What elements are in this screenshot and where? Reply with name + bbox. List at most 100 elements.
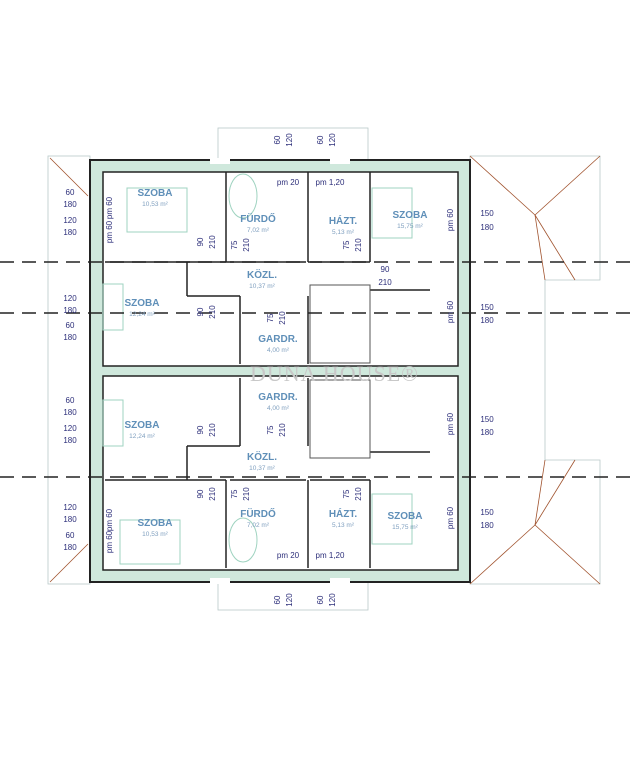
dimension-label: 120: [328, 133, 337, 147]
dimension-label: pm 1,20: [316, 178, 345, 187]
dimension-label: 150: [480, 303, 494, 312]
dimension-label: 210: [378, 278, 392, 287]
dimension-label: 60: [316, 595, 325, 604]
dimension-label: 210: [242, 238, 251, 252]
dimension-label: pm 60: [446, 412, 455, 435]
room-name: SZOBA: [393, 210, 428, 221]
dimension-labels: 60 180 120 180 120 180 60 180 60 180 120 180 120 180 6…: [63, 133, 494, 607]
dimension-label: 60: [66, 396, 75, 405]
dimension-label: 60: [66, 188, 75, 197]
room-area: 10,53 m²: [142, 201, 168, 208]
room-area: 10,53 m²: [142, 531, 168, 538]
room-area: 10,37 m²: [249, 465, 275, 472]
dimension-label: 75: [342, 489, 351, 498]
room-name: SZOBA: [388, 511, 423, 522]
dimension-label: 90: [196, 237, 205, 246]
walls: [89, 158, 471, 584]
dimension-label: 120: [328, 593, 337, 607]
room-name: SZOBA: [138, 518, 173, 529]
room-name: SZOBA: [138, 188, 173, 199]
dimension-label: pm 60: [105, 530, 114, 553]
watermark: DUNA HOUSE®: [250, 361, 419, 386]
dimension-label: pm 60: [105, 196, 114, 219]
section-lines: [0, 261, 637, 478]
dimension-label: 210: [208, 235, 217, 249]
dimension-label: 75: [266, 313, 275, 322]
dimension-label: 75: [230, 240, 239, 249]
room-name: GARDR.: [258, 334, 298, 345]
dimension-label: pm 20: [277, 551, 300, 560]
room-labels: SZOBA 10,53 m² FÜRDŐ 7,02 m² HÁZT. 5,13 …: [125, 188, 428, 538]
dimension-label: 180: [480, 223, 494, 232]
room-name: GARDR.: [258, 392, 298, 403]
dimension-label: 60: [273, 595, 282, 604]
dimension-label: 180: [63, 408, 77, 417]
dimension-label: 90: [381, 265, 390, 274]
dimension-label: 210: [278, 423, 287, 437]
dimension-label: 75: [266, 425, 275, 434]
dimension-label: 150: [480, 508, 494, 517]
dimension-label: 180: [63, 228, 77, 237]
dimension-label: 150: [480, 209, 494, 218]
dimension-label: 60: [273, 135, 282, 144]
dimension-label: 120: [285, 593, 294, 607]
dimension-label: pm 20: [277, 178, 300, 187]
dimension-label: 210: [208, 487, 217, 501]
dimension-label: 180: [63, 515, 77, 524]
room-area: 7,02 m²: [247, 227, 270, 234]
dimension-label: 180: [480, 316, 494, 325]
dimension-label: 60: [66, 531, 75, 540]
dimension-label: 120: [63, 424, 77, 433]
room-area: 7,02 m²: [247, 522, 270, 529]
dimension-label: 180: [63, 436, 77, 445]
room-area: 15,75 m²: [392, 524, 418, 531]
room-area: 4,00 m²: [267, 347, 290, 354]
dimension-label: 180: [63, 543, 77, 552]
dimension-label: 60: [316, 135, 325, 144]
furniture: [102, 173, 413, 565]
dimension-label: 210: [242, 487, 251, 501]
dimension-label: 90: [196, 489, 205, 498]
room-name: FÜRDŐ: [240, 212, 276, 225]
dimension-label: pm 60: [446, 506, 455, 529]
dimension-label: 180: [63, 306, 77, 315]
dimension-label: 120: [285, 133, 294, 147]
dimension-label: 90: [196, 425, 205, 434]
room-area: 12,24 m²: [129, 433, 155, 440]
dimension-label: 210: [208, 423, 217, 437]
room-name: KÖZL.: [247, 268, 277, 281]
dimension-label: pm 1,20: [316, 551, 345, 560]
dimension-label: 75: [230, 489, 239, 498]
room-name: KÖZL.: [247, 450, 277, 463]
room-area: 4,00 m²: [267, 405, 290, 412]
dimension-label: 75: [342, 240, 351, 249]
dimension-label: 180: [480, 428, 494, 437]
room-area: 10,37 m²: [249, 283, 275, 290]
room-name: FÜRDŐ: [240, 507, 276, 520]
dimension-label: 210: [278, 311, 287, 325]
dimension-label: 180: [63, 333, 77, 342]
dimension-label: 210: [208, 305, 217, 319]
dimension-label: 120: [63, 503, 77, 512]
room-area: 5,13 m²: [332, 229, 355, 236]
room-area: 15,75 m²: [397, 223, 423, 230]
dimension-label: pm 60: [446, 208, 455, 231]
room-name: HÁZT.: [329, 214, 358, 227]
room-area: 5,13 m²: [332, 522, 355, 529]
dimension-label: 210: [354, 238, 363, 252]
room-area: 12,24 m²: [129, 311, 155, 318]
room-name: SZOBA: [125, 420, 160, 431]
room-name: SZOBA: [125, 298, 160, 309]
dimension-label: 120: [63, 294, 77, 303]
dimension-label: pm 60: [446, 300, 455, 323]
dimension-label: 90: [196, 307, 205, 316]
room-name: HÁZT.: [329, 507, 358, 520]
dimension-label: pm 60: [105, 508, 114, 531]
dimension-label: 150: [480, 415, 494, 424]
dimension-label: 120: [63, 216, 77, 225]
dimension-label: pm 60: [105, 220, 114, 243]
dimension-label: 210: [354, 487, 363, 501]
dimension-label: 180: [480, 521, 494, 530]
dimension-label: 60: [66, 321, 75, 330]
